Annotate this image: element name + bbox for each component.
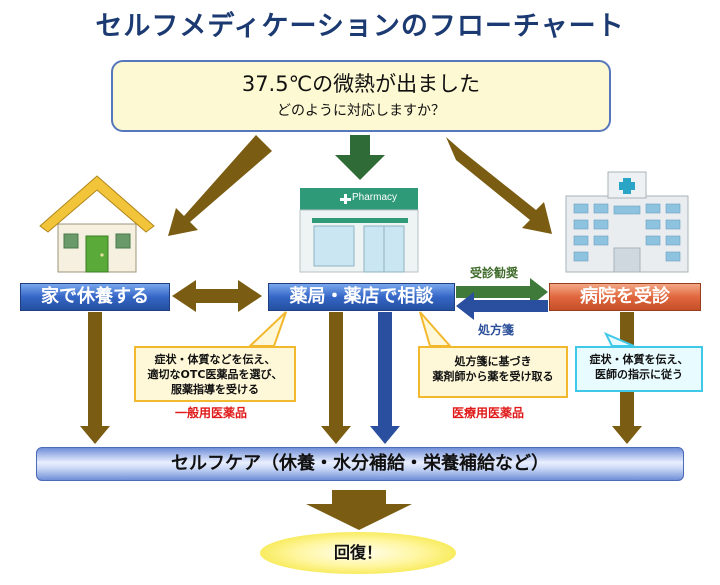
- arrow-to-pharmacy: [335, 135, 385, 180]
- house-illustration: [39, 175, 155, 273]
- recovery-oval: 回復！: [260, 532, 456, 574]
- rx-note: 処方箋に基づき 薬剤師から薬を受け取る: [418, 346, 568, 398]
- otc-note-line: 適切なOTC医薬品を選び、: [147, 368, 283, 381]
- rx-label: 医療用医薬品: [452, 406, 525, 420]
- pharmacy-sign: Pharmacy: [352, 192, 398, 203]
- arrow-recommend-visit: [456, 278, 548, 306]
- otc-note-line: 症状・体質などを伝え、: [154, 353, 276, 366]
- otc-note: 症状・体質などを伝え、 適切なOTC医薬品を選び、 服薬指導を受ける: [134, 346, 296, 402]
- page-title: セルフメディケーションのフローチャート: [95, 11, 625, 42]
- otc-callout-pointer: [247, 311, 287, 347]
- rx-note-line: 薬剤師から薬を受け取る: [432, 370, 554, 383]
- doctor-note-line: 症状・体質を伝え、: [589, 353, 689, 366]
- self-care-bar: セルフケア（休養・水分補給・栄養補給など）: [36, 447, 684, 481]
- question-sub: どのように対応しますか？: [277, 103, 445, 119]
- arrow-to-hospital: [446, 137, 552, 234]
- arrow-to-home: [168, 135, 272, 236]
- hospital-illustration: [565, 171, 689, 273]
- option-pharmacy: 薬局・薬店で相談: [268, 283, 455, 311]
- option-hospital: 病院を受診: [549, 283, 701, 311]
- otc-note-line: 服薬指導を受ける: [171, 383, 259, 396]
- otc-label: 一般用医薬品: [175, 406, 248, 420]
- rx-note-line: 処方箋に基づき: [454, 355, 532, 368]
- arrow-home-pharmacy: [172, 280, 262, 312]
- arrow-pharmacy-down-blue: [370, 312, 400, 444]
- question-main: 37.5℃の微熱が出ました: [241, 72, 481, 96]
- question-box: 37.5℃の微熱が出ました どのように対応しますか？: [111, 60, 611, 132]
- doctor-note-line: 医師の指示に従う: [595, 368, 683, 381]
- pharmacy-illustration: [299, 188, 419, 273]
- rx-callout-pointer: [419, 311, 453, 347]
- arrow-pharmacy-down-brown: [321, 312, 351, 444]
- doctor-note: 症状・体質を伝え、 医師の指示に従う: [575, 346, 703, 392]
- arrow-prescription: [456, 292, 548, 320]
- label-recommend-visit: 受診勧奨: [470, 266, 519, 280]
- arrow-home-down: [80, 312, 110, 444]
- option-home: 家で休養する: [20, 283, 170, 311]
- label-prescription: 処方箋: [478, 323, 515, 337]
- arrow-to-recovery: [306, 490, 412, 530]
